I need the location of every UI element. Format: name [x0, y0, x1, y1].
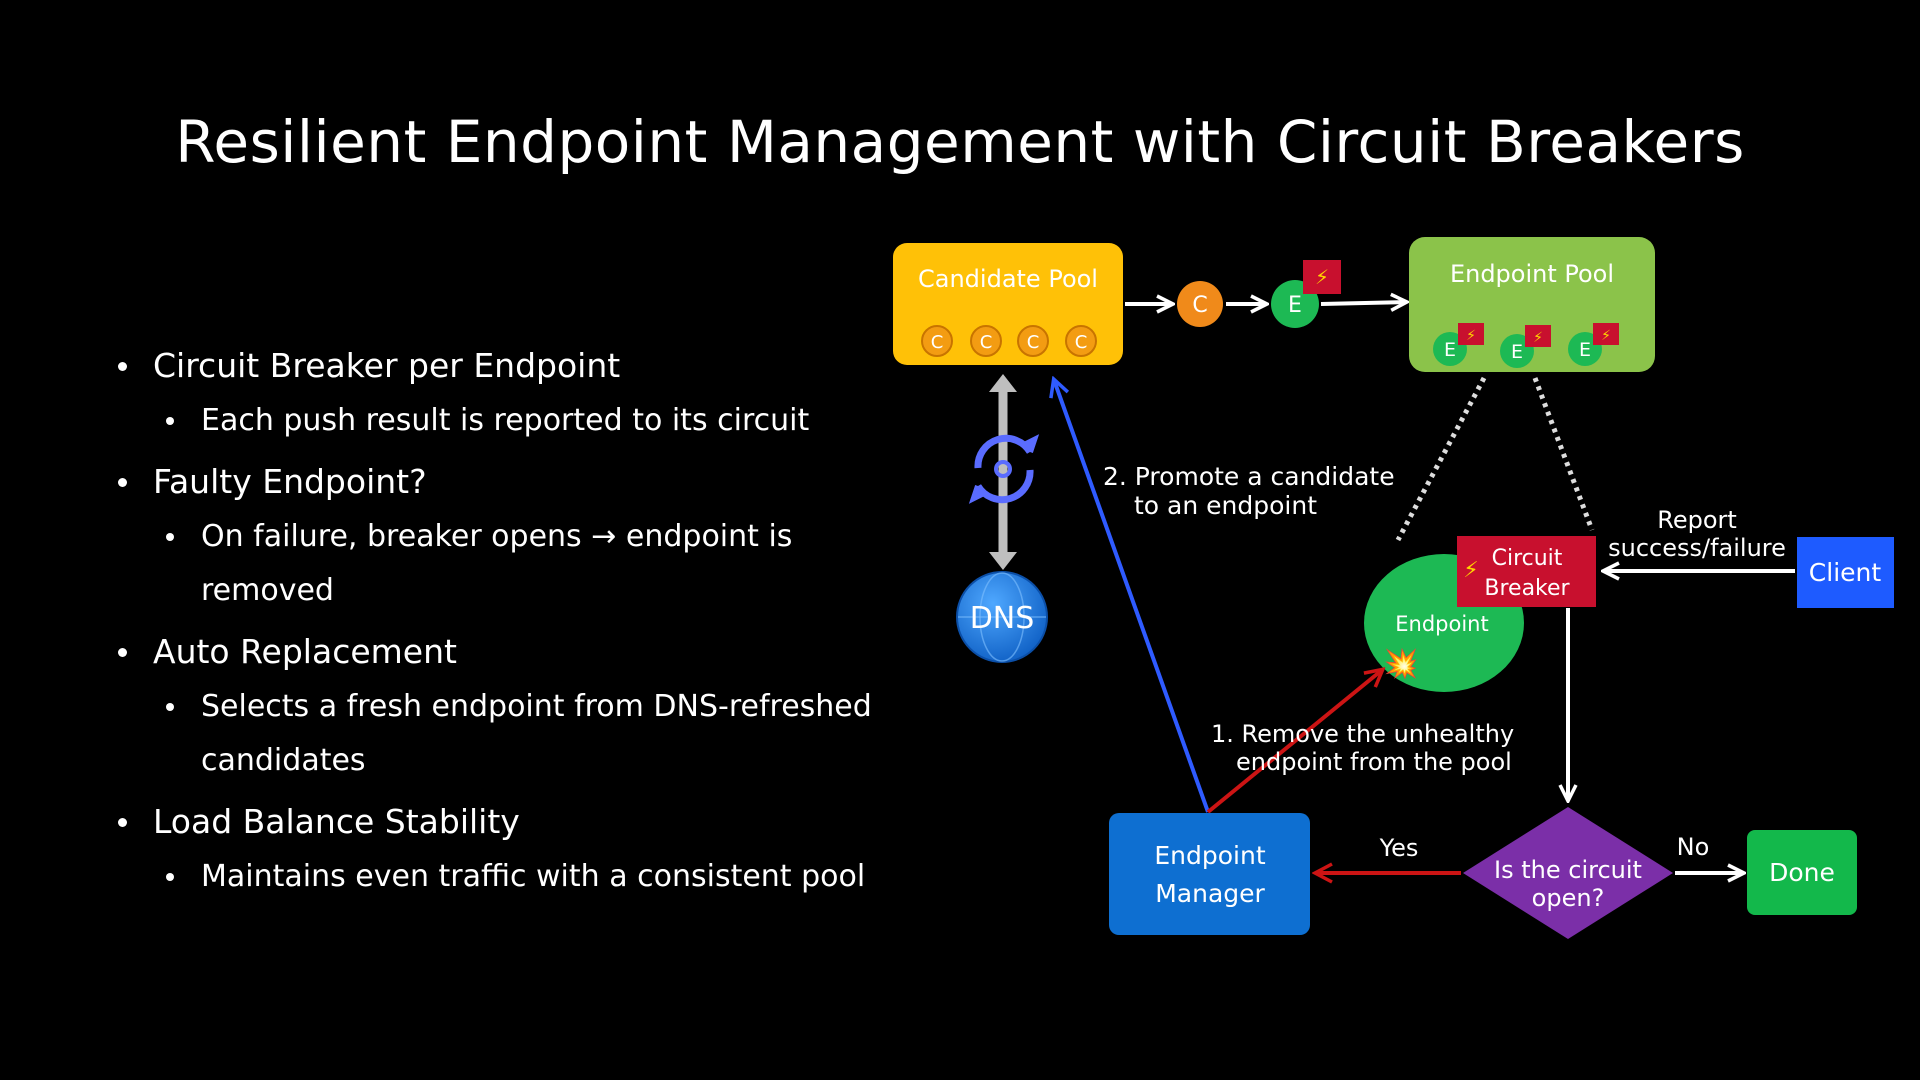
svg-text:C: C: [980, 332, 993, 353]
remove-label: endpoint from the pool: [1236, 748, 1512, 776]
bullet-list: Circuit Breaker per Endpoint Each push r…: [115, 332, 915, 908]
decision-node: Is the circuit open?: [1463, 807, 1673, 939]
svg-text:Endpoint: Endpoint: [1154, 841, 1265, 870]
candidate-token: C: [970, 325, 1002, 357]
bullet-detail: On failure, breaker opens → endpoint is …: [163, 510, 841, 618]
yes-label: Yes: [1379, 834, 1419, 862]
candidate-pool: Candidate Pool C C C C: [893, 243, 1123, 365]
endpoint-pool-label: Endpoint Pool: [1450, 260, 1614, 288]
svg-text:Is the circuit: Is the circuit: [1494, 856, 1642, 884]
lightning-icon: ⚡: [1466, 328, 1476, 344]
dns-label: DNS: [970, 601, 1035, 636]
endpoint-pool: Endpoint Pool E ⚡ E ⚡ E ⚡: [1409, 237, 1655, 372]
report-label: Report: [1657, 506, 1737, 534]
lightning-icon: ⚡: [1463, 558, 1478, 583]
svg-text:E: E: [1444, 339, 1456, 361]
svg-text:Done: Done: [1769, 858, 1835, 887]
remove-arrow: [1206, 670, 1382, 814]
endpoint-token: E ⚡: [1568, 323, 1619, 366]
endpoint-manager-node: Endpoint Manager: [1109, 813, 1310, 935]
lightning-icon: ⚡: [1533, 330, 1543, 346]
remove-label: 1. Remove the unhealthy: [1211, 720, 1514, 748]
explosion-icon: 💥: [1384, 647, 1419, 680]
flow-endpoint-token: E ⚡: [1271, 260, 1341, 328]
bullet-detail: Selects a fresh endpoint from DNS-refres…: [163, 680, 931, 788]
svg-text:E: E: [1288, 293, 1302, 318]
promote-arrow: [1054, 380, 1210, 813]
svg-text:Client: Client: [1809, 558, 1882, 587]
svg-text:open?: open?: [1532, 884, 1605, 912]
bullet-heading: Auto Replacement: [115, 624, 915, 680]
flow-arrow: [1320, 302, 1406, 304]
dotted-connector: [1532, 377, 1595, 531]
svg-text:Manager: Manager: [1155, 879, 1265, 908]
svg-text:E: E: [1579, 339, 1591, 361]
endpoint-label: Endpoint: [1395, 612, 1488, 636]
bullet-heading: Circuit Breaker per Endpoint: [115, 338, 915, 394]
lightning-icon: ⚡: [1315, 265, 1329, 289]
endpoint-token: E ⚡: [1500, 325, 1551, 368]
svg-text:E: E: [1511, 341, 1523, 363]
done-node: Done: [1747, 830, 1857, 915]
svg-text:Circuit: Circuit: [1492, 546, 1563, 571]
candidate-pool-label: Candidate Pool: [918, 265, 1098, 293]
promote-label: to an endpoint: [1134, 491, 1317, 520]
svg-text:C: C: [1075, 332, 1088, 353]
circuit-breaker-node: ⚡ Circuit Breaker: [1457, 536, 1596, 607]
endpoint-token: E ⚡: [1433, 323, 1484, 366]
no-label: No: [1677, 833, 1710, 861]
bullet-detail: Maintains even traffic with a consistent…: [163, 850, 915, 904]
page-title: Resilient Endpoint Management with Circu…: [175, 108, 1745, 176]
client-node: Client: [1797, 537, 1894, 608]
candidate-token: C: [1065, 325, 1097, 357]
report-label: success/failure: [1608, 534, 1786, 562]
svg-text:C: C: [931, 332, 944, 353]
candidate-token: C: [1017, 325, 1049, 357]
candidate-token: C: [921, 325, 953, 357]
bullet-detail: Each push result is reported to its circ…: [163, 394, 915, 448]
dotted-connector: [1395, 376, 1487, 542]
lightning-icon: ⚡: [1601, 328, 1611, 344]
flow-candidate-token: C: [1177, 281, 1223, 327]
promote-label: 2. Promote a candidate: [1103, 462, 1395, 491]
refresh-icon: [968, 434, 1040, 504]
svg-text:Breaker: Breaker: [1484, 576, 1570, 601]
bullet-heading: Load Balance Stability: [115, 794, 915, 850]
bullet-heading: Faulty Endpoint?: [115, 454, 915, 510]
dns-node: DNS: [956, 571, 1048, 663]
svg-text:C: C: [1192, 293, 1207, 318]
svg-text:C: C: [1027, 332, 1040, 353]
